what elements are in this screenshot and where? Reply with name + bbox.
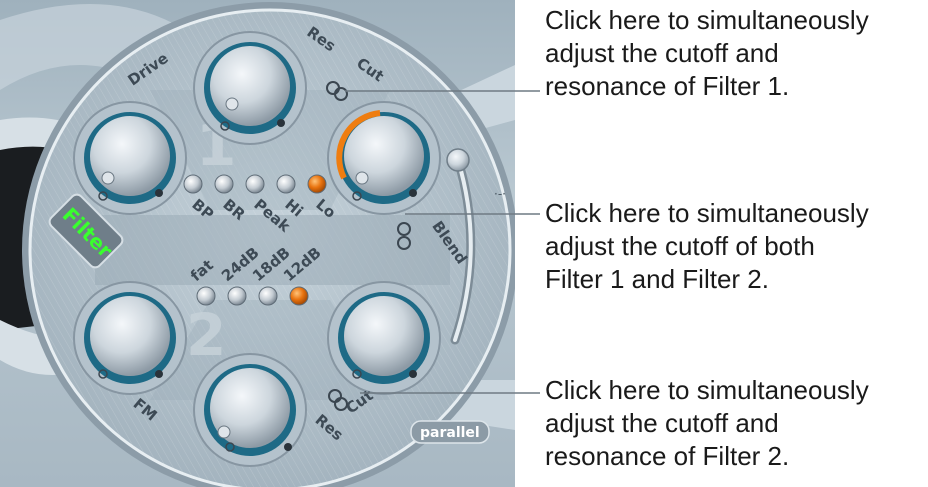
section-number-2: 2: [186, 301, 226, 369]
filter2-slope-led-18db[interactable]: [258, 286, 278, 306]
blend-slider-handle[interactable]: [446, 148, 470, 172]
link-cut-both-icon[interactable]: [397, 222, 411, 250]
callout-line: adjust the cutoff and: [545, 38, 779, 68]
filter2-slope-led-12db[interactable]: [289, 286, 309, 306]
fm-knob[interactable]: [73, 281, 187, 395]
parallel-label: parallel: [420, 425, 480, 441]
filter-panel: 1 2 ·-·: [0, 0, 515, 487]
filter2-slope-led-24db[interactable]: [227, 286, 247, 306]
filter-button[interactable]: Filter: [47, 192, 125, 270]
drive-knob[interactable]: [73, 101, 187, 215]
filter-panel-graphic: 1 2 ·-·: [0, 2, 515, 487]
res-1-knob[interactable]: [193, 31, 307, 145]
cut-2-knob[interactable]: [327, 281, 441, 395]
callout-line: Click here to simultaneously: [545, 198, 869, 228]
callout-line: resonance of Filter 1.: [545, 71, 790, 101]
callout-line: resonance of Filter 2.: [545, 441, 790, 471]
callout-line: adjust the cutoff and: [545, 408, 779, 438]
link-cut-res-1-icon[interactable]: [326, 81, 348, 101]
filter1-mode-led-peak[interactable]: [245, 174, 265, 194]
res-2-knob[interactable]: [193, 353, 307, 467]
callout-line: Filter 1 and Filter 2.: [545, 264, 769, 294]
link-cut-res-2-icon[interactable]: [328, 389, 348, 411]
callout-both-cutoff: Click here to simultaneously adjust the …: [545, 197, 925, 296]
parallel-button[interactable]: parallel: [410, 420, 490, 444]
cut-1-knob[interactable]: [327, 101, 441, 215]
callout-line: Click here to simultaneously: [545, 5, 869, 35]
filter1-mode-led-lo[interactable]: [307, 174, 327, 194]
filter1-mode-led-br[interactable]: [214, 174, 234, 194]
filter1-mode-led-bp[interactable]: [183, 174, 203, 194]
callout-line: Click here to simultaneously: [545, 375, 869, 405]
callout-filter-1-cut-res: Click here to simultaneously adjust the …: [545, 4, 925, 103]
filter1-mode-led-hi[interactable]: [276, 174, 296, 194]
callout-line: adjust the cutoff of both: [545, 231, 815, 261]
filter2-slope-led-fat[interactable]: [196, 286, 216, 306]
svg-text:·-·: ·-·: [494, 187, 506, 201]
callout-filter-2-cut-res: Click here to simultaneously adjust the …: [545, 374, 925, 473]
